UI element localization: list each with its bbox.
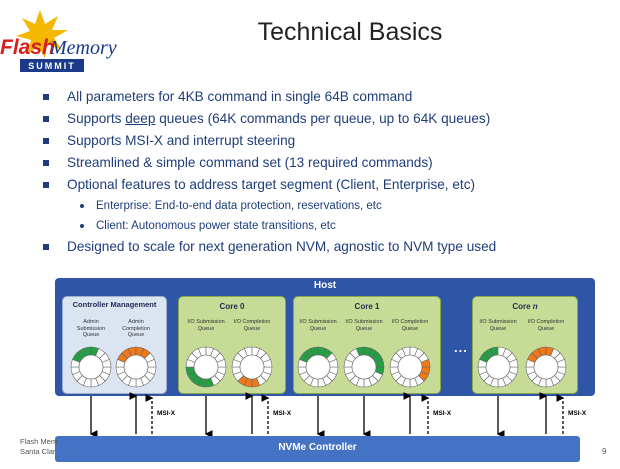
bullet-item: Streamlined & simple command set (13 req… xyxy=(40,152,610,174)
logo-memory-text: Memory xyxy=(49,37,117,59)
box-title: Core 0 xyxy=(219,302,245,311)
queue-label: I/O Completion Queue xyxy=(527,319,565,332)
queue-label: Admin Submission Queue xyxy=(76,319,106,338)
bullet-underlined-text: deep xyxy=(125,111,156,126)
footer-line: Santa Clar xyxy=(20,447,56,456)
msi-x-label: MSI-X xyxy=(568,410,587,417)
queue-ring-center xyxy=(78,354,104,380)
box-title-italic: n xyxy=(532,302,538,311)
bullet-item: Supports deep queues (64K commands per q… xyxy=(40,108,610,130)
box-title-prefix: Core xyxy=(512,302,533,311)
queue-ring-center xyxy=(193,354,219,380)
flash-memory-summit-logo: Flash Memory SUMMIT xyxy=(0,2,120,82)
nvme-controller-block xyxy=(55,436,580,462)
bullet-list: All parameters for 4KB command in single… xyxy=(40,86,610,258)
queue-ring-center xyxy=(351,354,377,380)
interrupt-arrows xyxy=(89,392,565,438)
nvme-controller-label: NVMe Controller xyxy=(278,442,357,453)
queue-ring-center xyxy=(397,354,423,380)
msi-x-label: MSI-X xyxy=(433,410,452,417)
box-title: Core n xyxy=(473,302,577,311)
bullet-item: Supports MSI-X and interrupt steering xyxy=(40,130,610,152)
logo-flash-text: Flash xyxy=(0,36,55,59)
bullet-item: Optional features to address target segm… xyxy=(40,174,610,196)
page-number: 9 xyxy=(602,447,607,456)
queue-ring-center xyxy=(305,354,331,380)
sub-bullet-item: Client: Autonomous power state transitio… xyxy=(40,216,610,236)
queue-label: I/O Completion Queue xyxy=(233,319,271,332)
queue-ring-center xyxy=(123,354,149,380)
sub-bullet-item: Enterprise: End-to-end data protection, … xyxy=(40,196,610,216)
queue-ring-center xyxy=(533,354,559,380)
bullet-text: Supports xyxy=(67,111,126,126)
box-title: Core 1 xyxy=(354,302,380,311)
more-cores-ellipsis: ... xyxy=(454,340,468,355)
box-title: Controller Management xyxy=(72,300,157,309)
queue-label: I/O Submission Queue xyxy=(299,319,337,332)
bullet-text: queues (64K commands per queue, up to 64… xyxy=(155,111,491,126)
queue-label: Admin Completion Queue xyxy=(122,319,150,338)
logo-summit-text: SUMMIT xyxy=(28,61,76,71)
bullet-item: Designed to scale for next generation NV… xyxy=(40,236,610,258)
footer-line: Flash Mem xyxy=(20,437,58,446)
queue-label: I/O Submission Queue xyxy=(479,319,517,332)
queue-label: I/O Completion Queue xyxy=(391,319,429,332)
host-label: Host xyxy=(313,280,337,291)
queue-rings xyxy=(70,346,567,388)
msi-x-label: MSI-X xyxy=(273,410,292,417)
queue-label: I/O Submission Queue xyxy=(187,319,225,332)
queue-ring-center xyxy=(239,354,265,380)
logo-burst-icon: Flash Memory SUMMIT xyxy=(0,10,117,72)
queue-label: I/O Submission Queue xyxy=(345,319,383,332)
queue-ring-center xyxy=(485,354,511,380)
msi-x-label: MSI-X xyxy=(157,410,176,417)
slide-title: Technical Basics xyxy=(257,18,443,46)
bullet-item: All parameters for 4KB command in single… xyxy=(40,86,610,108)
